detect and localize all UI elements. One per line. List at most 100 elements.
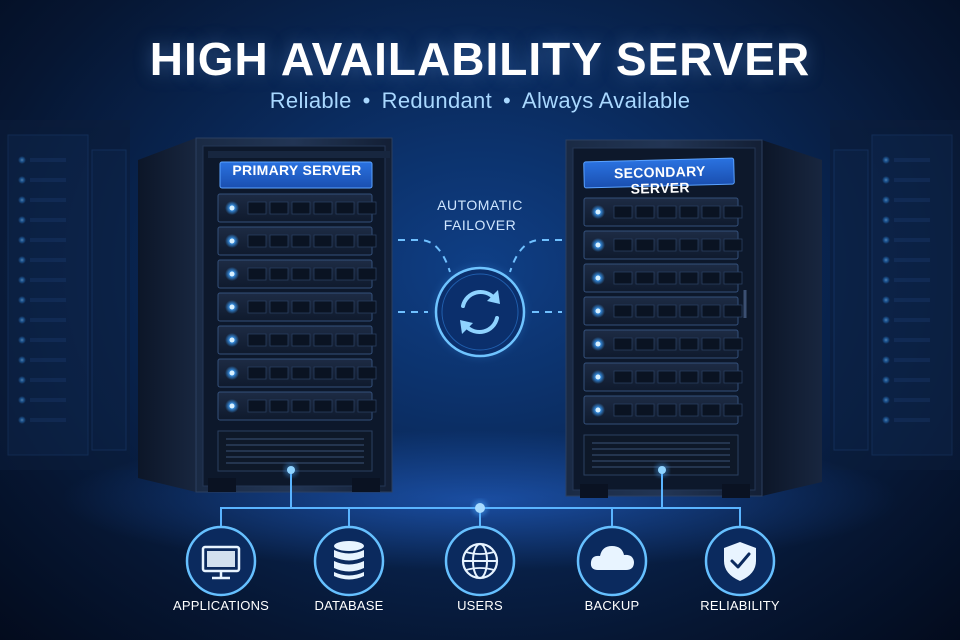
background-left-led xyxy=(18,376,26,384)
background-right-drive-slot xyxy=(894,338,930,342)
background-left-led xyxy=(18,256,26,264)
background-right-drive-slot xyxy=(894,258,930,262)
background-left-led xyxy=(18,216,26,224)
failover-connectors xyxy=(398,239,562,313)
background-left-drive-slot xyxy=(30,258,66,262)
subtitle-item-always-available: Always Available xyxy=(522,88,691,113)
failover-curve-left xyxy=(398,239,451,273)
background-left-drive-slot xyxy=(30,198,66,202)
secondary-server-rack xyxy=(565,139,822,498)
secondary-server-label: SECONDARY SERVER xyxy=(613,162,706,197)
subtitle-separator: • xyxy=(503,88,512,113)
failover-curve-right xyxy=(509,239,562,273)
subtitle: Reliable • Redundant • Always Available xyxy=(0,88,960,114)
background-left-drive-slot xyxy=(30,358,66,362)
secondary-server-unit xyxy=(583,263,743,293)
secondary-server-unit xyxy=(583,329,743,359)
background-left-drive-slot xyxy=(30,318,66,322)
primary-server-unit xyxy=(217,193,377,223)
secondary-server-unit xyxy=(583,230,743,260)
background-right-drive-slot xyxy=(894,378,930,382)
primary-rack-side xyxy=(138,138,196,492)
tree-right-branch-b xyxy=(662,507,741,530)
background-right-drive-slot xyxy=(894,158,930,162)
background-left-led xyxy=(18,296,26,304)
status-led xyxy=(595,242,601,248)
failover-label-line2: FAILOVER xyxy=(443,217,517,233)
background-right-drive-slot xyxy=(894,178,930,182)
status-led xyxy=(229,205,235,211)
primary-server-label: PRIMARY SERVER xyxy=(232,162,362,178)
database-icon xyxy=(313,525,385,597)
background-left-drive-slot xyxy=(30,158,66,162)
background-right-led xyxy=(882,196,890,204)
background-right-drive-slot xyxy=(894,318,930,322)
primary-server-unit xyxy=(217,358,377,388)
background-right-led xyxy=(882,256,890,264)
status-led xyxy=(595,275,601,281)
status-led xyxy=(595,407,601,413)
globe-icon xyxy=(444,525,516,597)
network-tree xyxy=(220,470,741,530)
background-racks-left xyxy=(0,120,130,470)
background-right-drive-slot xyxy=(894,278,930,282)
background-right-drive-slot xyxy=(894,358,930,362)
background-left-led xyxy=(18,236,26,244)
secondary-rack-side xyxy=(762,140,822,496)
primary-server-unit xyxy=(217,226,377,256)
service-label-backup: BACKUP xyxy=(584,598,640,613)
service-label-users: USERS xyxy=(457,598,503,613)
background-right-drive-slot xyxy=(894,238,930,242)
service-icons xyxy=(185,525,776,597)
background-left-led xyxy=(18,316,26,324)
background-left-drive-slot xyxy=(30,418,66,422)
background-left-drive-slot xyxy=(30,178,66,182)
subtitle-item-reliable: Reliable xyxy=(269,88,352,113)
background-left-drive-slot xyxy=(30,378,66,382)
background-left-led xyxy=(18,156,26,164)
background-racks-right xyxy=(830,120,960,470)
secondary-server-label-plate xyxy=(583,157,735,189)
background-right-drive-slot xyxy=(894,418,930,422)
primary-server-rack xyxy=(138,137,393,493)
background-right-led xyxy=(882,396,890,404)
status-led xyxy=(229,304,235,310)
tree-nodes xyxy=(284,463,669,516)
background-right-led xyxy=(882,216,890,224)
background-right-drive-slot xyxy=(894,298,930,302)
secondary-server-unit xyxy=(583,395,743,425)
background-right-drive-slot xyxy=(894,398,930,402)
status-led xyxy=(229,337,235,343)
subtitle-separator: • xyxy=(362,88,371,113)
background-right-led xyxy=(882,156,890,164)
service-label-database: DATABASE xyxy=(314,598,384,613)
cloud-icon xyxy=(576,525,648,597)
background-left-led xyxy=(18,336,26,344)
background-left-led xyxy=(18,396,26,404)
status-led xyxy=(595,374,601,380)
background-right-led xyxy=(882,276,890,284)
tree-left-branch-a xyxy=(220,470,292,530)
background-right-led xyxy=(882,296,890,304)
secondary-server-unit xyxy=(583,197,743,227)
background-left-led xyxy=(18,416,26,424)
shield-check-icon xyxy=(704,525,776,597)
background-right-led xyxy=(882,236,890,244)
status-led xyxy=(229,238,235,244)
status-led xyxy=(229,271,235,277)
background-right-led xyxy=(882,376,890,384)
subtitle-item-redundant: Redundant xyxy=(381,88,492,113)
monitor-icon xyxy=(185,525,257,597)
background-left-drive-slot xyxy=(30,278,66,282)
background-left-led xyxy=(18,196,26,204)
background-left-drive-slot xyxy=(30,338,66,342)
status-led xyxy=(229,403,235,409)
background-right-drive-slot xyxy=(894,198,930,202)
background-right-led xyxy=(882,316,890,324)
secondary-server-unit xyxy=(583,362,743,392)
background-right-led xyxy=(882,176,890,184)
primary-server-unit xyxy=(217,259,377,289)
primary-server-unit xyxy=(217,292,377,322)
background-left-drive-slot xyxy=(30,298,66,302)
